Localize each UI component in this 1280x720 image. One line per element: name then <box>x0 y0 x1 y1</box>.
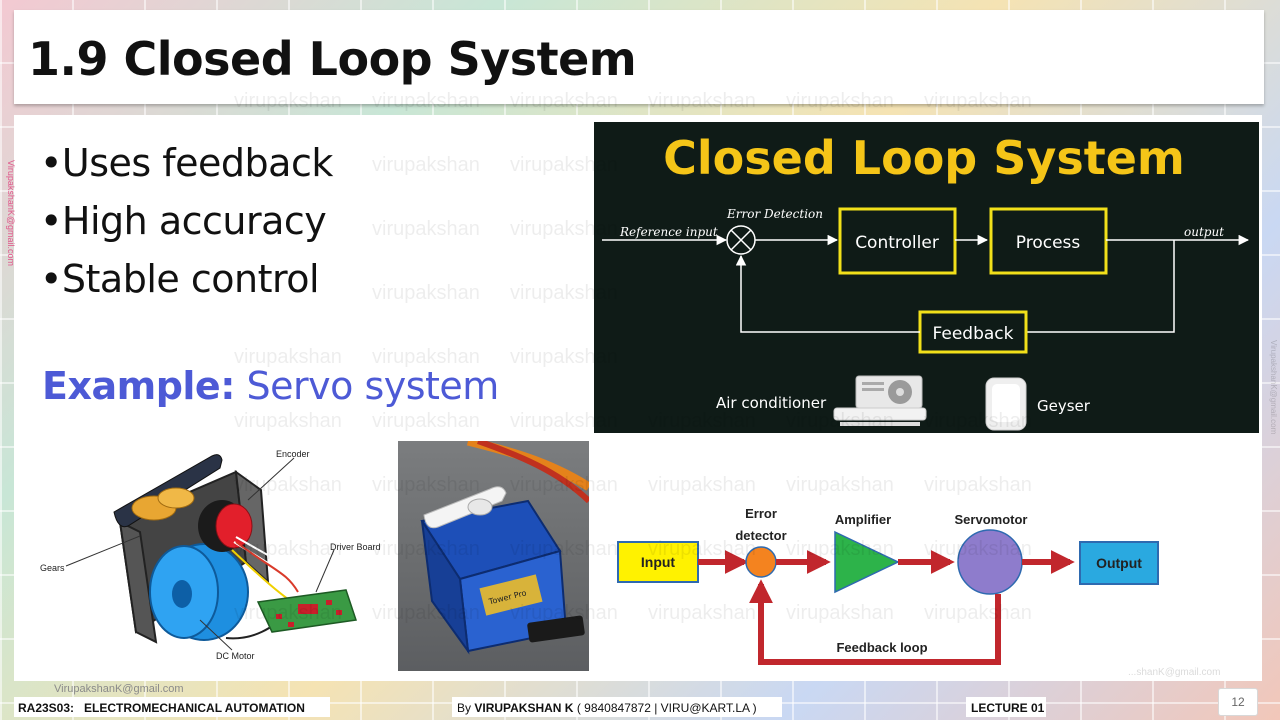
junction-cross-b <box>730 229 752 251</box>
gears-label: Gears <box>40 563 65 573</box>
feedback-label: Feedback <box>933 324 1014 344</box>
side-email-left: VirupakshanK@gmail.com <box>6 160 16 267</box>
encoder-icon <box>215 503 253 549</box>
error-detector-label-line2: detector <box>735 528 786 543</box>
servomotor-label: Servomotor <box>955 512 1028 527</box>
closed-loop-diagram: Closed Loop System Reference input Error… <box>594 122 1259 433</box>
servo-housing-front <box>118 520 158 644</box>
example-label: Example: <box>42 364 235 408</box>
footer-course-code: RA23S03: <box>18 701 75 715</box>
servo-motor-illustration: Encoder Gears Driver Board DC Motor <box>36 442 388 672</box>
dc-motor-shaft <box>172 580 192 608</box>
output-label: output <box>1184 225 1224 239</box>
closed-loop-diagram-svg: Closed Loop System Reference input Error… <box>602 131 1250 431</box>
servo-photo-svg: Tower Pro <box>420 441 589 655</box>
footer-course-name: ELECTROMECHANICAL AUTOMATION <box>84 701 305 715</box>
slide-title: 1.9 Closed Loop System <box>28 32 637 86</box>
footer-email: VirupakshanK@gmail.com <box>54 683 184 695</box>
bullet-item: •Uses feedback <box>40 141 333 185</box>
footer-lecture-label: LECTURE 01 <box>971 701 1045 715</box>
error-detector-label-line1: Error <box>745 506 777 521</box>
side-email-right: VirupakshanK@gmail.com <box>1269 340 1278 435</box>
example-air-conditioner: Air conditioner <box>716 394 827 412</box>
driver-board-chip <box>298 604 318 614</box>
reference-input-label: Reference input <box>619 225 718 239</box>
footer-course: RA23S03: ELECTROMECHANICAL AUTOMATION <box>18 701 305 715</box>
amplifier-label: Amplifier <box>835 512 891 527</box>
example-geyser: Geyser <box>1037 397 1091 415</box>
cls-title: Closed Loop System <box>663 131 1185 185</box>
air-conditioner-icon <box>833 375 927 426</box>
driver-board-label: Driver Board <box>330 542 381 552</box>
servo-block-diagram-svg: Input Error detector Amplifier Servomoto… <box>617 506 1159 665</box>
process-label: Process <box>1016 233 1081 253</box>
servo-horn-white <box>423 486 507 529</box>
amplifier-block <box>834 530 900 594</box>
process-box <box>989 207 1108 275</box>
servo-photo: Tower Pro <box>398 441 589 671</box>
footer-author-name: VIRUPAKSHAN K <box>474 701 574 715</box>
feedback-path-right <box>1027 240 1175 333</box>
bullet-list: •Uses feedback •High accuracy •Stable co… <box>40 134 333 308</box>
footer-course-box <box>14 697 330 717</box>
example-line: Example: Servo system <box>42 364 499 408</box>
servo-label-sticker <box>479 574 543 616</box>
footer-lecture-box <box>966 697 1046 717</box>
footer-author: By VIRUPAKSHAN K ( 9840847872 | VIRU@KAR… <box>457 701 757 715</box>
controller-box <box>838 207 957 275</box>
geyser-icon <box>985 377 1027 431</box>
encoder-label: Encoder <box>276 449 310 459</box>
footer: RA23S03: ELECTROMECHANICAL AUTOMATION By… <box>0 695 1280 720</box>
faded-email: ...shanK@gmail.com <box>1128 667 1221 678</box>
bullet-item: •Stable control <box>40 257 320 301</box>
servo-motor-svg: Encoder Gears Driver Board DC Motor <box>40 449 381 661</box>
footer-lecture: LECTURE 01 <box>971 701 1044 715</box>
servo-block-diagram: Input Error detector Amplifier Servomoto… <box>608 498 1168 670</box>
servo-body-side <box>421 520 470 655</box>
footer-author-box <box>452 697 782 717</box>
input-label: Input <box>641 554 676 570</box>
example-value: Servo system <box>246 364 500 408</box>
output-block <box>1079 541 1159 585</box>
dc-motor-label: DC Motor <box>216 651 255 661</box>
feedback-path-left <box>735 254 920 333</box>
servomotor-block <box>957 529 1023 595</box>
servo-connector <box>527 615 585 643</box>
footer-by: By <box>457 701 472 715</box>
title-bar: 1.9 Closed Loop System <box>14 10 1264 104</box>
error-detector-node <box>745 546 777 578</box>
bullet-item: •High accuracy <box>40 199 327 243</box>
output-label: Output <box>1096 555 1142 571</box>
gear-icon <box>157 487 195 509</box>
feedback-loop-label: Feedback loop <box>836 640 927 655</box>
footer-contact: ( 9840847872 | VIRU@KART.LA ) <box>576 701 757 715</box>
page-number: 12 <box>1218 688 1258 716</box>
controller-label: Controller <box>855 233 939 253</box>
input-block <box>617 541 699 583</box>
error-detection-label: Error Detection <box>726 207 823 221</box>
feedback-loop-arrow <box>749 579 1001 665</box>
